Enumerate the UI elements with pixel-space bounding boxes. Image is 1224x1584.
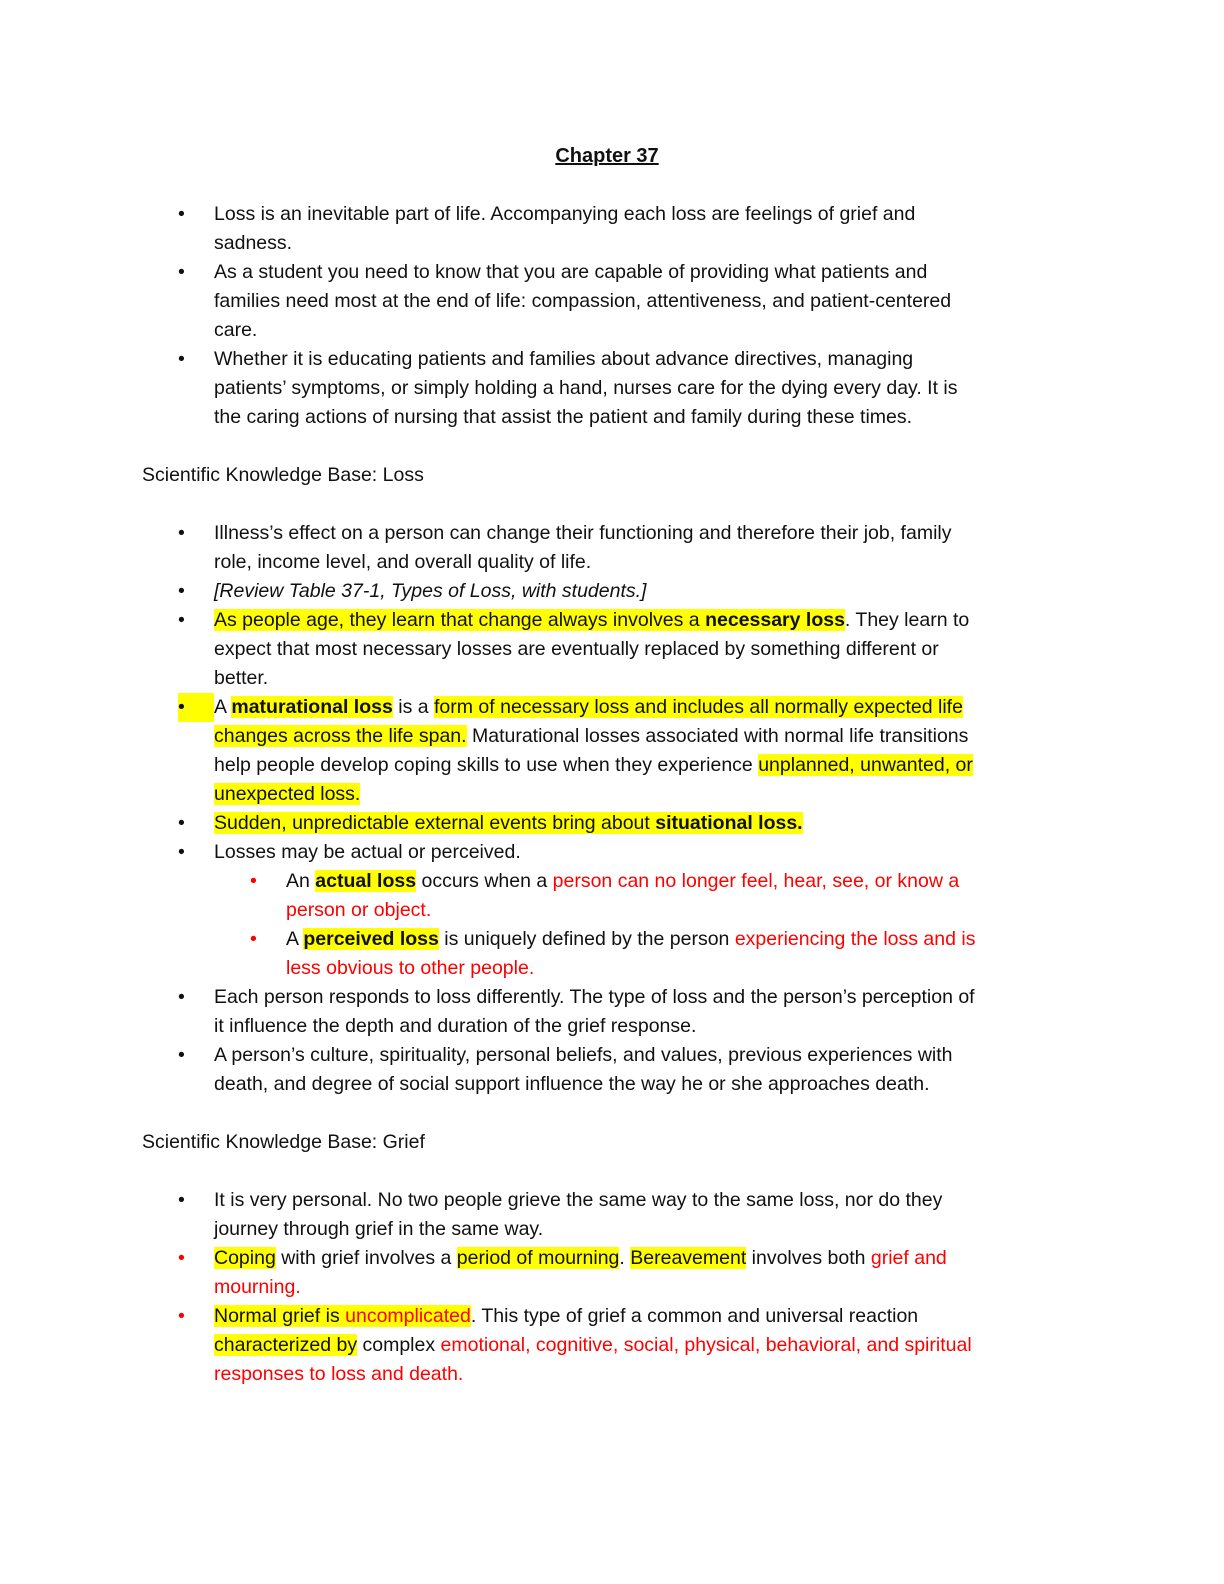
text-run: mourning. (214, 1276, 301, 1298)
document-body: • Loss is an inevitable part of life. Acc… (142, 200, 1082, 1389)
list-item: • Illness’s effect on a person can change… (142, 519, 1082, 577)
text-run: perceived loss (303, 928, 439, 950)
bullet-icon: • (178, 1189, 185, 1211)
text-run: . This type of grief a common and univer… (470, 1305, 919, 1327)
list-item: • Normal grief is uncomplicated. This typ… (142, 1302, 1082, 1389)
text-run: Losses may be actual or perceived. (214, 841, 521, 863)
bullet-icon: • (178, 841, 185, 863)
bullet-icon: • (178, 348, 185, 370)
sub-list-item: • A perceived loss is uniquely defined by… (142, 925, 1082, 983)
list-item: • Coping with grief involves a period of … (142, 1244, 1082, 1302)
text-run: the caring actions of nursing that assis… (214, 406, 913, 428)
bullet-icon: • (178, 522, 185, 544)
text-run: grief and (870, 1247, 947, 1269)
text-run: death, and degree of social support infl… (214, 1073, 930, 1095)
text-run: As a student you need to know that you a… (214, 261, 928, 283)
text-run: occurs when a (416, 870, 553, 892)
bullet-icon: • (178, 1305, 185, 1327)
text-run: is a (392, 696, 435, 718)
text-run: Maturational losses associated with norm… (466, 725, 969, 747)
bullet-icon: • (178, 261, 185, 283)
text-run: care. (214, 319, 258, 341)
text-run: An (286, 870, 316, 892)
text-run: It is very personal. No two people griev… (214, 1189, 943, 1211)
text-run: Illness’s effect on a person can change … (214, 522, 952, 544)
text-run: person can no longer feel, hear, see, or… (552, 870, 960, 892)
sub-list-item: • An actual loss occurs when a person can… (142, 867, 1082, 925)
bullet-icon: • (178, 203, 185, 225)
page-title: Chapter 37 (555, 145, 659, 167)
list-item: • Sudden, unpredictable external events b… (142, 809, 1082, 838)
text-run: sadness. (214, 232, 293, 254)
list-item: • It is very personal. No two people grie… (142, 1186, 1082, 1244)
bullet-list: • Illness’s effect on a person can change… (142, 519, 1082, 1099)
list-item: • [Review Table 37-1, Types of Loss, with… (142, 577, 1082, 606)
text-run: A person’s culture, spirituality, person… (214, 1044, 953, 1066)
bullet-icon: • (250, 870, 257, 892)
text-run: role, income level, and overall quality … (214, 551, 592, 573)
bullet-icon: • (178, 986, 185, 1008)
text-run: unplanned, unwanted, or (758, 754, 973, 776)
text-run: actual loss (315, 870, 417, 892)
text-run: person or object. (286, 899, 432, 921)
text-run: it influence the depth and duration of t… (214, 1015, 697, 1037)
text-run: less obvious to other people. (286, 957, 535, 979)
document-page: Chapter 37 • Loss is an inevitable part o… (142, 142, 1082, 1418)
text-run: responses to loss and death. (214, 1363, 464, 1385)
list-item: •A maturational loss is a form of necess… (142, 693, 1082, 809)
text-run: changes across the life span. (214, 725, 467, 747)
text-run: . They learn to (844, 609, 970, 631)
list-item: • Loss is an inevitable part of life. Acc… (142, 200, 1082, 258)
bullet-list: • Loss is an inevitable part of life. Acc… (142, 200, 1082, 432)
list-item: • A person’s culture, spirituality, perso… (142, 1041, 1082, 1099)
text-run: emotional, cognitive, social, physical, … (440, 1334, 972, 1356)
text-run: expect that most necessary losses are ev… (214, 638, 939, 660)
text-run: [Review Table 37-1, Types of Loss, with … (214, 580, 647, 602)
text-run: As people age, they learn that change al… (214, 609, 706, 631)
text-run: help people develop coping skills to use… (214, 754, 759, 776)
text-run: Normal grief is (214, 1305, 346, 1327)
list-item: • As people age, they learn that change a… (142, 606, 1082, 693)
text-run: maturational loss (231, 696, 393, 718)
bullet-icon: • (178, 1044, 185, 1066)
text-run: Each person responds to loss differently… (214, 986, 975, 1008)
text-run: unexpected loss. (214, 783, 361, 805)
bullet-icon: • (178, 609, 185, 631)
text-run: Loss is an inevitable part of life. Acco… (214, 203, 916, 225)
text-run: . (619, 1247, 631, 1269)
text-run: necessary loss (705, 609, 845, 631)
bullet-icon: • (178, 1247, 185, 1269)
list-item: • As a student you need to know that you … (142, 258, 1082, 345)
text-run: situational loss. (655, 812, 803, 834)
bullet-icon: • (178, 580, 185, 602)
list-item: • Losses may be actual or perceived. (142, 838, 1082, 867)
text-run: period of mourning (456, 1247, 620, 1269)
text-run: form of necessary loss and includes all … (434, 696, 963, 718)
text-run: families need most at the end of life: c… (214, 290, 952, 312)
section-heading: Scientific Knowledge Base: Grief (142, 1131, 425, 1153)
text-run: Bereavement (630, 1247, 747, 1269)
text-run: is uniquely defined by the person (438, 928, 735, 950)
text-run: Coping (214, 1247, 276, 1269)
bullet-icon: • (250, 928, 257, 950)
bullet-icon: • (178, 812, 185, 834)
text-run: involves both (746, 1247, 871, 1269)
text-run: characterized by (214, 1334, 358, 1356)
section-heading: Scientific Knowledge Base: Loss (142, 464, 424, 486)
text-run: better. (214, 667, 269, 689)
text-run: complex (357, 1334, 441, 1356)
text-run: Sudden, unpredictable external events br… (214, 812, 656, 834)
bullet-list: • It is very personal. No two people grie… (142, 1186, 1082, 1389)
text-run: patients’ symptoms, or simply holding a … (214, 377, 958, 399)
list-item: • Whether it is educating patients and fa… (142, 345, 1082, 432)
text-run: Whether it is educating patients and fam… (214, 348, 914, 370)
bullet-icon: • (178, 693, 214, 722)
text-run: uncomplicated (345, 1305, 471, 1327)
text-run: A (286, 928, 304, 950)
text-run: with grief involves a (275, 1247, 457, 1269)
list-item: • Each person responds to loss differentl… (142, 983, 1082, 1041)
text-run: journey through grief in the same way. (214, 1218, 544, 1240)
text-run: A (214, 696, 232, 718)
text-run: experiencing the loss and is (734, 928, 976, 950)
